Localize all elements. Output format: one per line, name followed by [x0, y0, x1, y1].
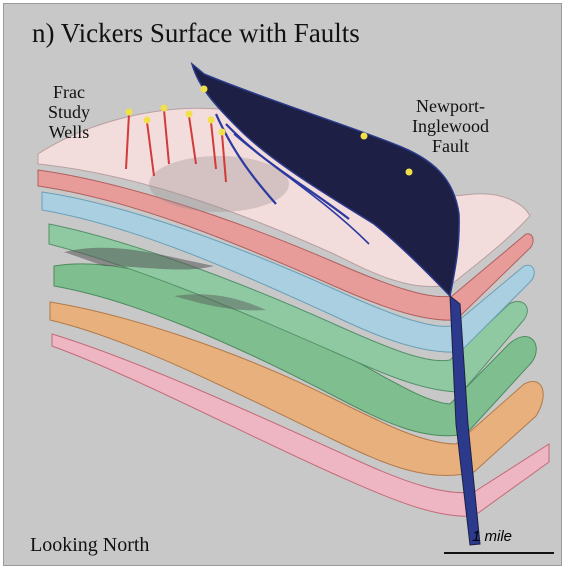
splay-fault [233, 133, 370, 245]
label-line: Newport- [416, 96, 485, 116]
well-marker-icon [360, 132, 368, 140]
well-marker-icon [160, 104, 168, 112]
label-line: Inglewood [412, 116, 489, 137]
well-path-icon [210, 121, 217, 170]
fault-plane-lower [449, 294, 481, 546]
fault-plane-upper [190, 61, 460, 298]
frac-study-wells-label: Frac Study Wells [48, 82, 90, 142]
layer-salmon [37, 169, 534, 321]
well-marker-icon [200, 85, 208, 93]
frac-study-wells [125, 85, 413, 183]
label-line: Fault [431, 136, 469, 157]
fold-shadow [64, 247, 214, 270]
well-marker-icon [405, 168, 413, 176]
splay-fault [214, 113, 277, 205]
well-marker-icon [207, 116, 215, 124]
well [143, 116, 155, 177]
fault-surface-3d-scene [37, 61, 550, 546]
well [218, 128, 227, 183]
figure-title: n) Vickers Surface with Faults [32, 18, 360, 48]
scale-label: 1 mile [471, 528, 512, 545]
well [160, 104, 170, 165]
well-marker-icon [143, 116, 151, 124]
fault-name-label: Newport- Inglewood Fault [412, 96, 489, 156]
fault-plane [190, 61, 481, 546]
well-marker-icon [185, 110, 193, 118]
well-path-icon [146, 121, 155, 177]
well-path-icon [163, 109, 170, 165]
well [125, 108, 133, 170]
well-marker-icon [125, 108, 133, 116]
scale-line [444, 552, 554, 554]
well-path-icon [221, 133, 227, 183]
label-line: Study [48, 102, 91, 123]
surface-shading [149, 156, 289, 212]
well-marker-icon [218, 128, 226, 136]
fold-shadow [174, 294, 266, 311]
well [207, 116, 217, 170]
view-direction-label: Looking North [30, 534, 150, 556]
layer-blue [41, 191, 535, 353]
layer-pink [51, 333, 550, 517]
scale-bar: 1 mile [444, 528, 556, 558]
figure-panel: n) Vickers Surface with Faults Frac Stud… [3, 3, 562, 566]
layer-orange [49, 301, 544, 477]
well-path-icon [188, 115, 197, 165]
label-line: Frac [53, 82, 85, 102]
well [185, 110, 197, 165]
well-path-icon [125, 113, 130, 170]
label-line: Wells [48, 122, 90, 143]
